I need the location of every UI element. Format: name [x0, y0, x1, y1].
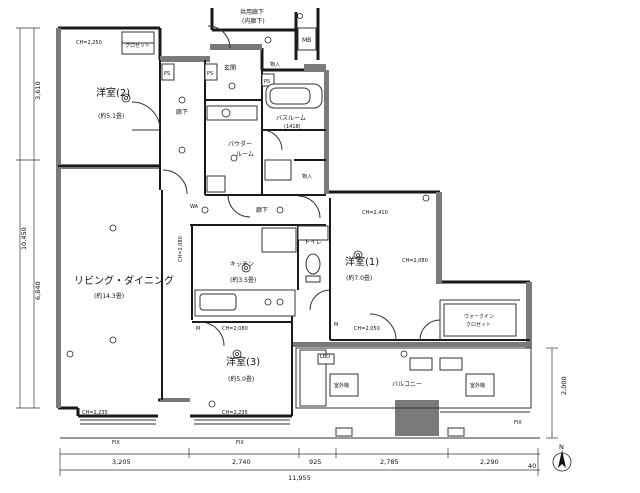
fix-label-1: FIX — [112, 440, 120, 446]
dim-bottom-3: 925 — [309, 458, 321, 466]
toilet-label: トイレ — [304, 239, 322, 246]
dim-bottom-total: 11,955 — [288, 474, 311, 482]
kitchen-name: キッチン — [230, 261, 254, 268]
entrance-label: 玄関 — [224, 64, 236, 72]
dim-left-top: 3,610 — [34, 81, 42, 100]
western1-ch1: CH=2,410 — [362, 210, 388, 216]
mb-label: MB — [302, 37, 311, 44]
ac-unit-1: 室外機 — [334, 382, 349, 389]
powder-line1: パウダー — [228, 140, 252, 148]
western2-size: (約5.1畳) — [98, 112, 124, 120]
western2-closet: クロゼット — [125, 42, 150, 49]
ps-label-1: PS — [164, 71, 170, 77]
dim-bottom-4: 2,785 — [380, 458, 399, 466]
western3-ch1: CH=2,080 — [222, 326, 248, 332]
dim-bottom-2: 2,740 — [232, 458, 251, 466]
powder-line2: ルーム — [236, 151, 254, 158]
western3-name: 洋室(3) — [226, 355, 260, 368]
corridor-label: 共用廊下 — [240, 8, 264, 16]
corridor-label-2: (内廊下) — [242, 17, 265, 25]
dimensions: 3,610 10,450 6,840 2,000 3,205 2,740 925… — [16, 27, 568, 482]
ps-label-2: PS — [207, 71, 213, 77]
hall-label: 廊下 — [176, 108, 188, 116]
ac-unit-2: 室外機 — [470, 382, 485, 389]
walkin-line1: ウォークイン — [464, 313, 494, 320]
ldk-ch: CH=2,235 — [82, 410, 108, 416]
m-label-1: M — [334, 322, 338, 328]
north-label: N — [559, 443, 564, 451]
western1-ch3: CH=2,050 — [354, 326, 380, 332]
m-label-2: M — [196, 326, 200, 332]
lbo-label: LBO — [320, 354, 330, 360]
dim-left-total: 10,450 — [20, 227, 28, 250]
dim-right: 2,000 — [560, 376, 568, 395]
storage1-label: 物入 — [270, 61, 280, 68]
dim-left-mid: 6,840 — [34, 281, 42, 300]
bathroom-size: (1418) — [284, 124, 301, 130]
kitchen-size: (約3.5畳) — [230, 276, 256, 284]
partitions — [58, 60, 530, 416]
walkin-line2: クロゼット — [466, 321, 491, 328]
western3-ch2: CH=2,235 — [222, 410, 248, 416]
markers: PS PS PS M M FIX FIX FIX TT TT WA — [112, 71, 522, 446]
north-arrow: N — [552, 443, 572, 472]
ceiling-lights — [66, 82, 430, 408]
doors — [131, 25, 441, 347]
western1-size: (約7.0畳) — [346, 274, 372, 282]
western3-size: (約5.0畳) — [228, 375, 254, 383]
wa-label: WA — [190, 204, 199, 210]
fix-label-3: FIX — [514, 420, 522, 426]
fix-label-2: FIX — [236, 440, 244, 446]
balcony-label: バルコニー — [392, 381, 422, 388]
bathroom-name: バスルーム — [276, 115, 306, 122]
ldk-size: (約14.3畳) — [94, 292, 124, 300]
common-corridor: MB 共用廊下 (内廊下) — [210, 8, 320, 60]
kitchen-ch: CH=2,080 — [178, 236, 184, 262]
fixtures — [121, 31, 532, 409]
dim-bottom-1: 3,205 — [112, 458, 131, 466]
ps-label-3: PS — [264, 79, 270, 85]
room-labels: CH=2,250 クロゼット 洋室(2) (約5.1畳) 廊下 玄関 物入 バス… — [74, 40, 494, 416]
dim-bottom-5: 2,290 — [480, 458, 499, 466]
hall2-label: 廊下 — [256, 206, 268, 214]
dim-bottom-edge: 40 — [528, 462, 536, 470]
storage2-text: 物入 — [302, 173, 312, 180]
ldk-name: リビング・ダイニング — [74, 274, 174, 287]
western2-name: 洋室(2) — [96, 86, 130, 99]
windows — [60, 411, 540, 439]
western1-ch2: CH=2,080 — [402, 258, 428, 264]
western2-ch: CH=2,250 — [76, 40, 102, 46]
western1-name: 洋室(1) — [345, 255, 379, 268]
mb-box — [297, 27, 317, 51]
